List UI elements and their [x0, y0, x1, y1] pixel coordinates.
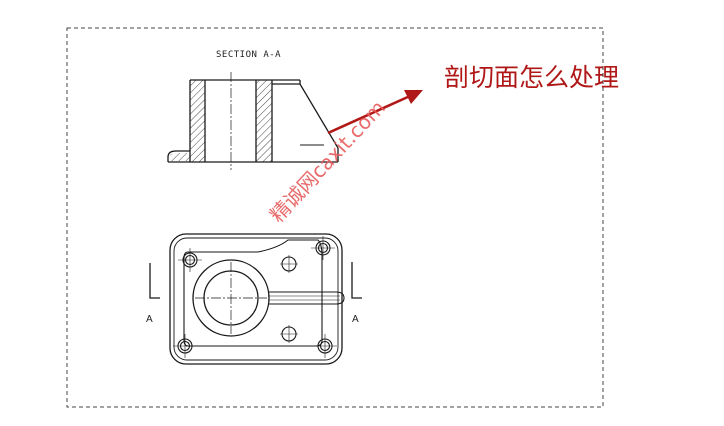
hatch-left-wall: [190, 80, 205, 162]
hatch-right-wall: [256, 80, 272, 162]
hatch-flange: [170, 153, 190, 161]
sheet-border: [66, 27, 604, 408]
cut-line-left: [149, 263, 160, 299]
cut-line-right: [351, 262, 362, 299]
boss-outer-circle: [192, 259, 270, 337]
slot: [268, 291, 345, 305]
annotation-text: 剖切面怎么处理: [444, 63, 620, 92]
section-view: SECTION A-A: [167, 50, 339, 170]
plan-view: A A: [146, 233, 362, 365]
cut-label-left: A: [146, 314, 153, 325]
annotation-arrow: [327, 90, 423, 135]
corner-holes: [177, 240, 333, 354]
section-title: SECTION A-A: [216, 50, 281, 60]
cut-label-right: A: [352, 314, 359, 325]
small-holes: [173, 236, 337, 358]
